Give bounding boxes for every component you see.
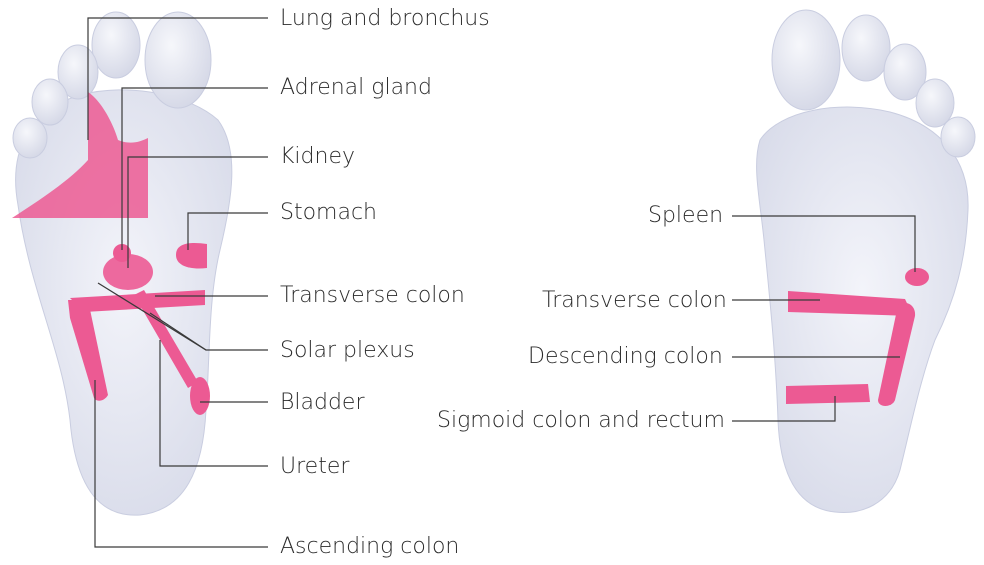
left-toe-5 xyxy=(13,118,47,158)
left-toe-2 xyxy=(92,12,140,78)
right-toe-2 xyxy=(842,15,890,81)
label-spleen: Spleen xyxy=(648,203,723,229)
label-adrenal-gland: Adrenal gland xyxy=(280,75,432,101)
right-foot xyxy=(757,10,975,513)
sigmoid-colon-zone xyxy=(786,384,870,404)
bladder-zone xyxy=(190,377,210,415)
label-lung-and-bronchus: Lung and bronchus xyxy=(280,6,490,32)
left-toe-4 xyxy=(32,79,68,125)
label-stomach: Stomach xyxy=(280,200,377,226)
label-transverse-colon-right: Transverse colon xyxy=(542,288,727,314)
right-toe-4 xyxy=(916,79,954,127)
label-descending-colon: Descending colon xyxy=(528,344,723,370)
label-ureter: Ureter xyxy=(280,454,349,480)
left-big-toe xyxy=(145,12,211,108)
label-bladder: Bladder xyxy=(280,390,365,416)
right-big-toe xyxy=(772,10,840,110)
label-ascending-colon: Ascending colon xyxy=(280,534,459,560)
spleen-zone xyxy=(905,268,929,286)
label-sigmoid-colon-and-rectum: Sigmoid colon and rectum xyxy=(437,408,725,434)
right-toe-5 xyxy=(941,117,975,157)
label-kidney: Kidney xyxy=(280,144,355,170)
label-transverse-colon-left: Transverse colon xyxy=(280,283,465,309)
label-solar-plexus: Solar plexus xyxy=(280,338,415,364)
